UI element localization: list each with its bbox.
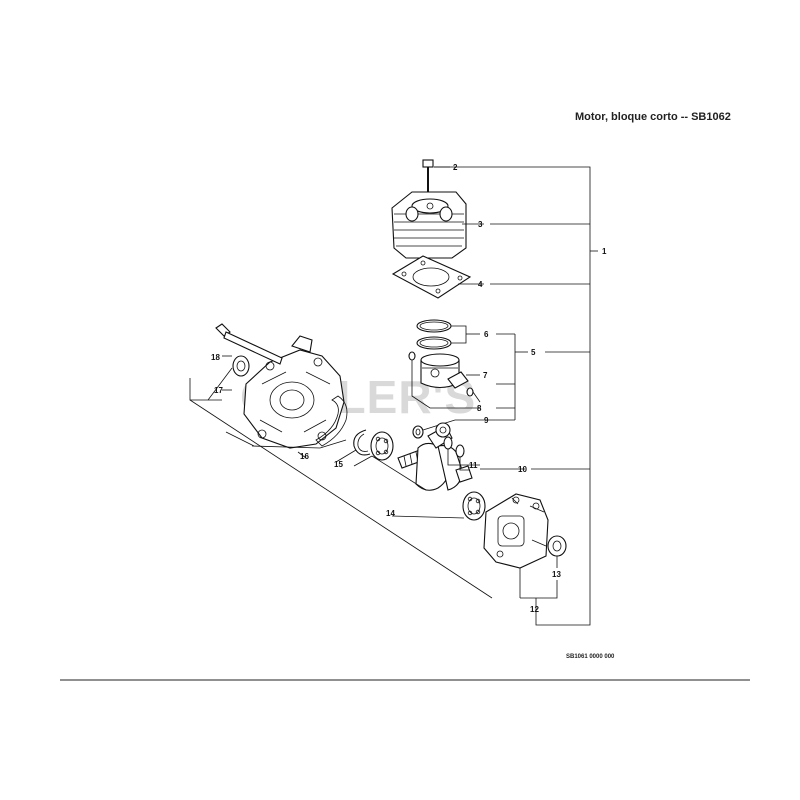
part-piston-rings-6	[416, 319, 480, 350]
part-cylinder-3	[391, 191, 484, 259]
callout-12: 12	[530, 605, 539, 614]
callout-17: 17	[214, 386, 223, 395]
callout-9: 9	[484, 416, 489, 425]
callout-3: 3	[478, 220, 483, 229]
callout-7: 7	[483, 371, 488, 380]
callout-6: 6	[484, 330, 489, 339]
page-title: Motor, bloque corto -- SB1062	[575, 111, 731, 123]
part-needle-bearing-9	[412, 419, 480, 439]
callout-8: 8	[477, 404, 482, 413]
callout-11: 11	[469, 461, 478, 470]
assembly-bracket	[434, 166, 598, 626]
part-bolt-18	[215, 323, 283, 365]
part-crankcase-left	[243, 335, 345, 449]
callout-15: 15	[334, 460, 343, 469]
callout-10: 10	[518, 465, 527, 474]
part-thrust-washers-11	[443, 436, 480, 471]
part-bearing-15	[370, 431, 394, 461]
left-leaders	[189, 355, 493, 599]
part-gasket-4	[391, 255, 484, 299]
callout-2: 2	[453, 163, 458, 172]
part-crankcase-gasket	[315, 395, 348, 447]
callout-13: 13	[552, 570, 561, 579]
diagram-code: SB1061 0000 000	[566, 654, 615, 660]
part-oil-seal-17	[232, 355, 250, 377]
callout-4: 4	[478, 280, 483, 289]
callout-14: 14	[386, 509, 395, 518]
part-circlips-8	[408, 351, 481, 409]
part-piston-pin-7	[447, 371, 480, 389]
callout-18: 18	[211, 353, 220, 362]
part-crankcase-right-12	[483, 493, 549, 598]
part-bearing-14	[462, 491, 486, 521]
callout-5: 5	[531, 348, 536, 357]
callout-1: 1	[602, 247, 607, 256]
callout-16: 16	[300, 452, 309, 461]
part-snap-ring-16	[353, 429, 371, 456]
part-oil-seal-13	[520, 535, 567, 599]
